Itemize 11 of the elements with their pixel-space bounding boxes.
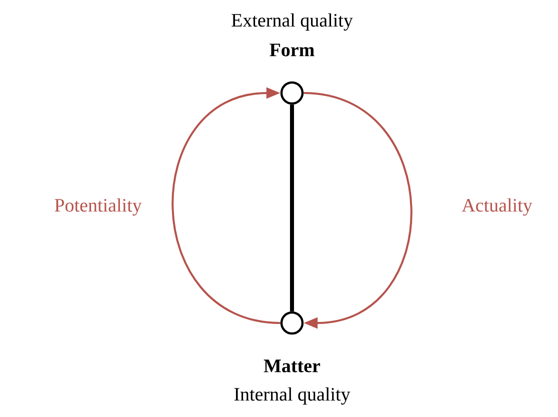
node-title: Form (270, 44, 314, 56)
edge-label: Actuality (462, 198, 532, 216)
node-subtitle: Internal quality (234, 387, 350, 405)
edge-label: Potentiality (54, 198, 142, 216)
node-title: Matter (264, 360, 320, 372)
junction-circle (280, 311, 304, 335)
node-subtitle: External quality (232, 13, 353, 31)
junction-circle (280, 81, 304, 105)
curved-arrow (172, 87, 281, 324)
connector-line (290, 104, 294, 312)
curved-arrow (303, 92, 412, 329)
